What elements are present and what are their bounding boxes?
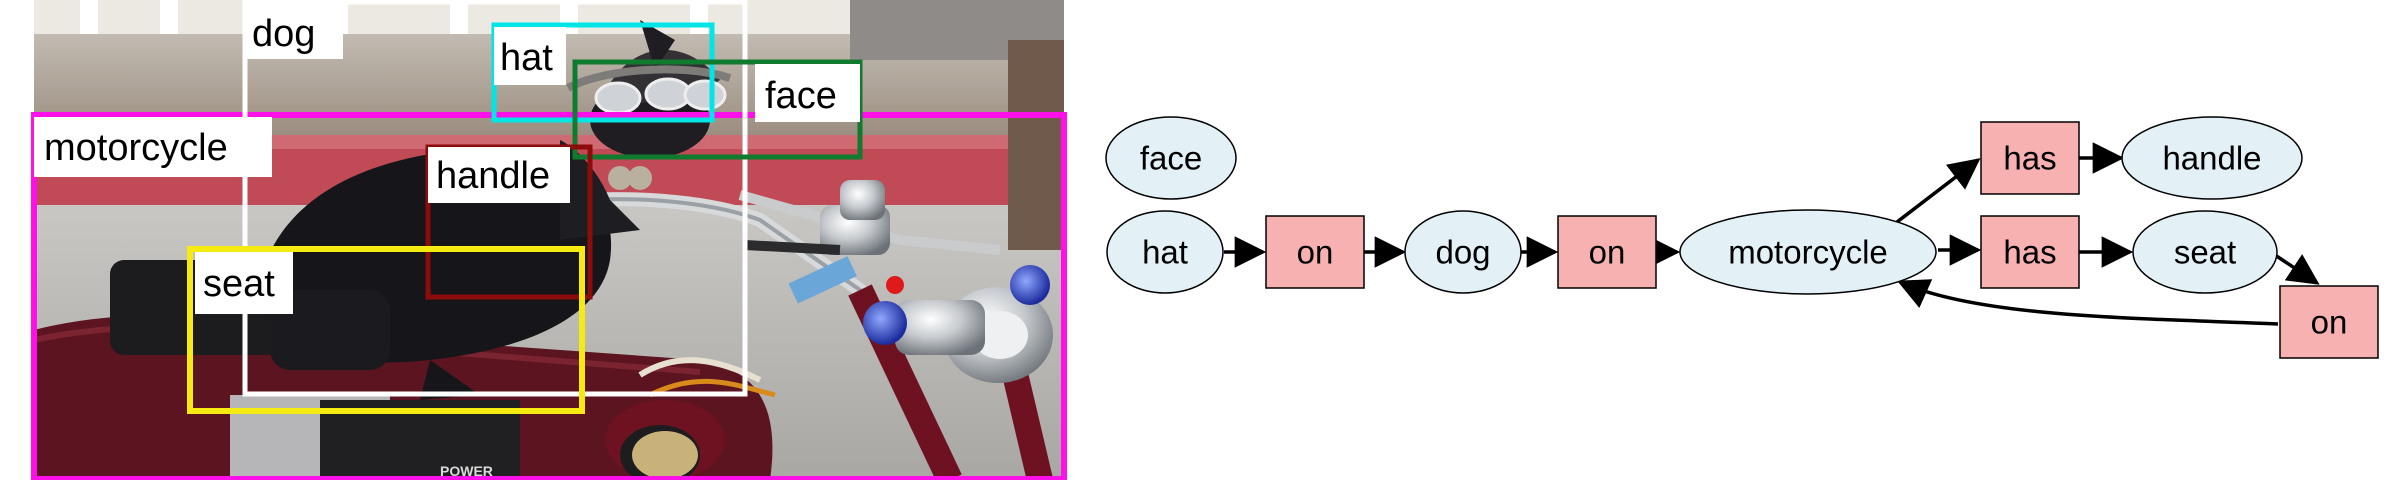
node-seat-on-motorcycle-shape xyxy=(2279,285,2379,359)
box-handle-label-bg xyxy=(428,147,570,203)
node-face-shape xyxy=(1105,116,1237,200)
engine-plate-text: POWER xyxy=(440,463,493,479)
node-hat[interactable]: hat xyxy=(1106,210,1224,294)
scene-graph: face hat dog motorcycle handle seat xyxy=(1105,116,2379,359)
node-motorcycle-has-seat-label: has xyxy=(2003,234,2056,271)
box-hat-label: hat xyxy=(500,37,553,79)
node-motorcycle-has-handle-label: has xyxy=(2003,140,2056,177)
node-face-label: face xyxy=(1140,140,1202,177)
edge-motorcycle-to-has-handle xyxy=(1895,158,1981,224)
node-handle[interactable]: handle xyxy=(2121,116,2303,200)
node-motorcycle[interactable]: motorcycle xyxy=(1679,209,1937,295)
node-motorcycle-has-seat-shape xyxy=(1980,215,2080,289)
node-hat-on-dog-shape xyxy=(1265,215,1365,289)
node-seat-shape xyxy=(2132,210,2278,294)
box-motorcycle-label: motorcycle xyxy=(44,127,228,169)
node-dog-on-motorcycle[interactable]: on xyxy=(1557,215,1657,289)
node-seat[interactable]: seat xyxy=(2132,210,2278,294)
box-dog: dog xyxy=(242,0,748,397)
node-dog-shape xyxy=(1404,210,1522,294)
box-hat: hat xyxy=(491,22,715,123)
node-seat-on-motorcycle[interactable]: on xyxy=(2279,285,2379,359)
node-seat-on-motorcycle-label: on xyxy=(2311,304,2348,341)
node-hat-label: hat xyxy=(1142,234,1188,271)
node-motorcycle-has-handle-shape xyxy=(1980,121,2080,195)
spectator-legs xyxy=(1008,40,1064,250)
edge-seat-to-on xyxy=(2271,251,2320,285)
box-face-label-bg xyxy=(755,64,860,122)
node-dog-on-motorcycle-shape xyxy=(1557,215,1657,289)
box-seat-label-bg xyxy=(195,252,293,314)
box-motorcycle-label-bg xyxy=(34,117,272,177)
box-seat: seat xyxy=(187,246,585,414)
node-handle-shape xyxy=(2121,116,2303,200)
node-dog[interactable]: dog xyxy=(1404,210,1522,294)
node-handle-label: handle xyxy=(2162,140,2261,177)
box-motorcycle: motorcycle xyxy=(31,112,1067,480)
object-nodes: face hat dog motorcycle handle seat xyxy=(1105,116,2303,295)
node-hat-on-dog[interactable]: on xyxy=(1265,215,1365,289)
roadside-red-strip-highlight xyxy=(34,135,1064,149)
box-hat-label-bg xyxy=(494,27,566,85)
node-motorcycle-has-seat[interactable]: has xyxy=(1980,215,2080,289)
photo-panel: POWER xyxy=(31,0,1067,480)
node-face[interactable]: face xyxy=(1105,116,1237,200)
box-face: face xyxy=(572,59,863,160)
node-seat-label: seat xyxy=(2174,234,2236,271)
box-face-label: face xyxy=(765,75,837,117)
box-seat-label: seat xyxy=(203,263,275,305)
box-dog-label-bg xyxy=(245,3,343,59)
node-motorcycle-label: motorcycle xyxy=(1728,234,1888,271)
node-motorcycle-has-handle[interactable]: has xyxy=(1980,121,2080,195)
box-dog-label: dog xyxy=(252,13,315,55)
node-motorcycle-shape xyxy=(1679,209,1937,295)
box-handle: handle xyxy=(425,144,593,300)
node-hat-shape xyxy=(1106,210,1224,294)
background-fence xyxy=(34,0,1064,60)
box-handle-label: handle xyxy=(436,155,550,197)
edge-on-to-motorcycle-return xyxy=(1897,279,2279,326)
node-hat-on-dog-label: on xyxy=(1297,234,1334,271)
box-seat-outline xyxy=(187,246,585,414)
relation-nodes: on on has has on xyxy=(1265,121,2379,359)
node-dog-on-motorcycle-label: on xyxy=(1589,234,1626,271)
box-dog-outline xyxy=(242,0,748,397)
box-motorcycle-outline xyxy=(31,112,1067,480)
node-dog-label: dog xyxy=(1435,234,1490,271)
